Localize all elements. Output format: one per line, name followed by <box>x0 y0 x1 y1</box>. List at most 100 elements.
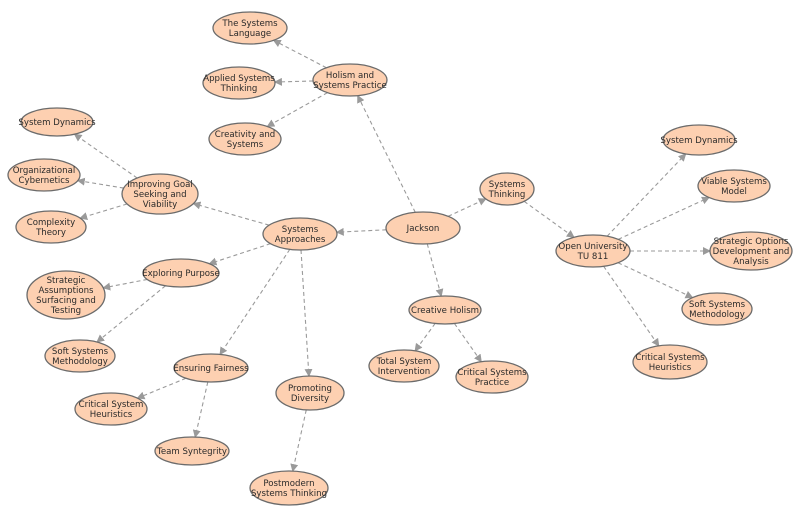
node-shape <box>662 124 736 156</box>
edge-creative-holism-to-total-system-intervention <box>414 323 436 352</box>
node-label: Critical Systems <box>635 353 705 363</box>
node-shape <box>681 292 753 326</box>
node-label: Soft Systems <box>52 347 109 357</box>
node-shape <box>142 258 220 288</box>
node-shape <box>455 360 529 394</box>
node-label: Theory <box>35 228 66 238</box>
node-label: Cybernetics <box>19 176 70 186</box>
node-label: Language <box>229 29 271 39</box>
node-label: Methodology <box>689 310 745 320</box>
node-label: Creative Holism <box>411 306 479 316</box>
node-shape <box>709 231 793 271</box>
node-ensuring-fairness[interactable]: Ensuring Fairness <box>173 353 249 383</box>
node-label: Methodology <box>52 357 108 367</box>
node-team-syntegrity[interactable]: Team Syntegrity <box>154 436 230 466</box>
node-shape <box>173 353 249 383</box>
node-label: Soft Systems <box>689 300 746 310</box>
node-system-dynamics[interactable]: System Dynamics <box>18 107 96 137</box>
node-shape <box>368 349 440 383</box>
node-shape <box>479 172 535 206</box>
node-exploring-purpose[interactable]: Exploring Purpose <box>142 258 220 288</box>
node-label: The Systems <box>221 19 278 29</box>
edge-jackson-to-systems-thinking <box>447 198 487 217</box>
node-label: Systems Thinking <box>251 489 327 499</box>
edge-holism-systems-practice-to-applied-systems-thinking <box>273 77 314 86</box>
node-label: Critical System <box>79 400 144 410</box>
edge-systems-thinking-to-open-university <box>523 200 575 238</box>
edge-improving-goal-seeking-to-complexity-theory <box>79 203 128 220</box>
node-label: Viable Systems <box>701 177 767 187</box>
edge-creative-holism-to-critical-systems-practice <box>454 323 482 363</box>
node-shape <box>154 436 230 466</box>
node-label: Improving Goal <box>127 180 193 190</box>
node-creative-holism[interactable]: Creative Holism <box>408 295 482 325</box>
edge-promoting-diversity-to-postmodern-systems-thinking <box>290 409 307 473</box>
node-label: System Dynamics <box>660 136 738 146</box>
node-shape <box>385 211 461 245</box>
edge-exploring-purpose-to-sast <box>102 278 148 291</box>
node-label: System Dynamics <box>18 118 96 128</box>
node-ou-system-dynamics[interactable]: System Dynamics <box>660 124 738 156</box>
node-label: Applied Systems <box>203 74 275 84</box>
edge-exploring-purpose-to-soft-systems-methodology <box>96 285 166 343</box>
node-shape <box>555 234 631 268</box>
node-jackson[interactable]: Jackson <box>385 211 461 245</box>
edge-open-university-to-ou-critical-systems-heuristics <box>603 266 660 347</box>
node-label: Total System <box>376 357 432 367</box>
node-label: Heuristics <box>90 410 133 420</box>
edge-ensuring-fairness-to-critical-system-heuristics <box>136 377 187 400</box>
node-shape <box>632 344 708 380</box>
node-shape <box>26 270 106 320</box>
edge-systems-approaches-to-improving-goal-seeking <box>192 201 270 226</box>
node-shape <box>74 392 148 426</box>
edge-holism-systems-practice-to-systems-language <box>272 39 327 69</box>
node-label: Seeking and <box>133 190 186 200</box>
node-label: Open University <box>558 242 627 252</box>
node-label: TU 811 <box>577 252 609 262</box>
node-label: Ensuring Fairness <box>173 364 249 374</box>
node-label: Model <box>721 187 747 197</box>
node-label: Critical Systems <box>457 368 527 378</box>
node-label: Surfacing and <box>36 296 96 306</box>
edge-holism-systems-practice-to-creativity-and-systems <box>266 92 328 127</box>
edge-open-university-to-viable-systems-model <box>618 196 710 240</box>
node-shape <box>312 63 388 97</box>
edge-jackson-to-creative-holism <box>426 243 444 298</box>
edge-open-university-to-ou-soft-systems <box>617 262 694 299</box>
edge-systems-approaches-to-promoting-diversity <box>300 249 313 378</box>
node-label: Systems <box>227 140 264 150</box>
edge-jackson-to-systems-approaches <box>335 227 387 236</box>
edge-open-university-to-ou-system-dynamics <box>606 153 687 237</box>
node-label: Assumptions <box>38 286 94 296</box>
node-label: Practice <box>475 378 509 388</box>
node-shape <box>697 169 771 203</box>
node-label: Creativity and <box>215 130 275 140</box>
node-label: Analysis <box>733 257 769 267</box>
edge-ensuring-fairness-to-team-syntegrity <box>192 381 209 439</box>
node-label: Strategic Options <box>714 237 789 247</box>
